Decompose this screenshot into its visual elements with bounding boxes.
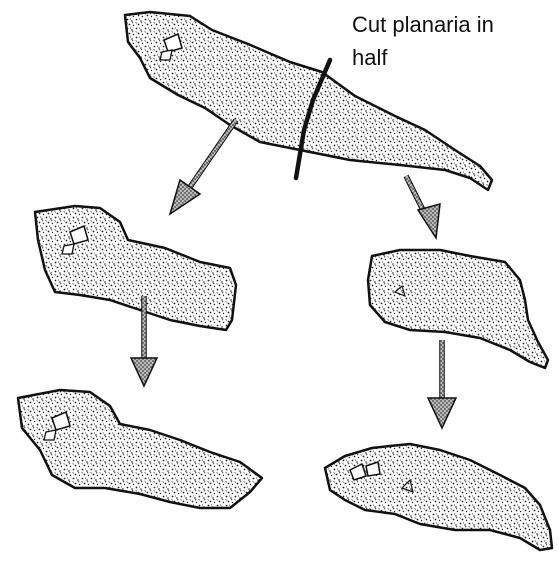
caption-line-2: half (352, 45, 387, 71)
arrow-to-tail-fragment (406, 176, 440, 238)
caption-line-1: Cut planaria in (352, 12, 494, 38)
arrow-to-regenerated-from-tail (428, 340, 456, 428)
regenerated-from-tail (325, 444, 552, 550)
whole-planarian (125, 12, 492, 190)
tail-fragment (368, 250, 548, 368)
arrow-to-head-fragment (170, 120, 236, 214)
regenerated-from-head (18, 390, 262, 508)
head-fragment (35, 206, 236, 330)
